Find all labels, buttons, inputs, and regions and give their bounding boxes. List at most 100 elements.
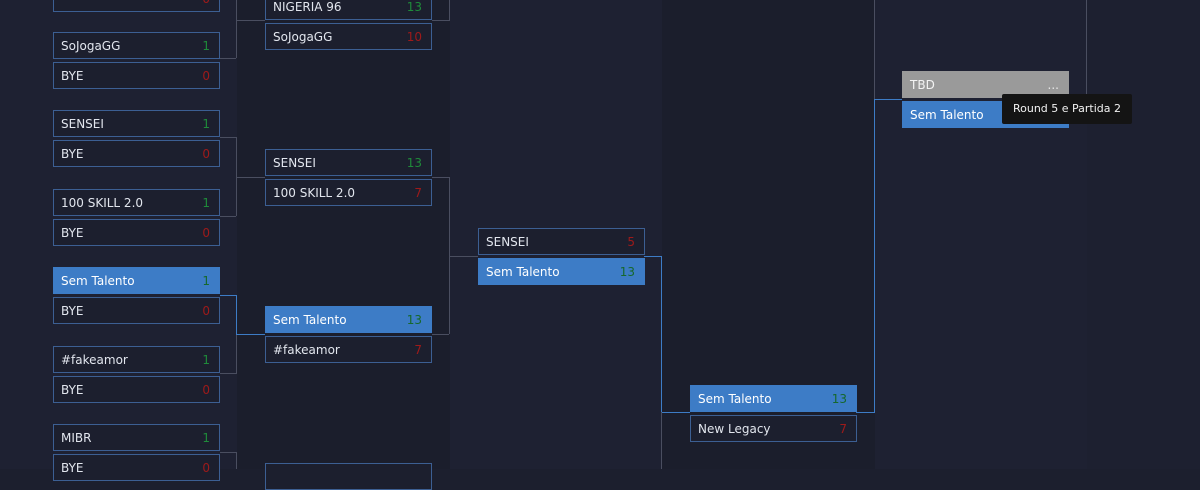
team-slot[interactable]: NIGERIA 96 13 [265,0,432,20]
team-slot-highlighted[interactable]: Sem Talento 13 [690,385,857,412]
team-slot[interactable]: SoJogaGG 1 [53,32,220,59]
team-slot[interactable]: SoJogaGG 10 [265,23,432,50]
connector-line [661,412,690,413]
team-slot[interactable]: BYE 0 [53,140,220,167]
connector-line [1086,0,1087,99]
team-score: 0 [202,69,210,83]
connector-line [432,177,449,178]
team-score: 1 [202,196,210,210]
team-name: Sem Talento [910,108,984,122]
team-slot[interactable]: 100 SKILL 2.0 7 [265,179,432,206]
team-score: 13 [406,313,422,327]
team-slot[interactable]: 100 SKILL 2.0 1 [53,189,220,216]
team-slot[interactable]: MIBR 1 [53,424,220,451]
team-name: SENSEI [486,235,529,249]
connector-line [644,256,661,257]
team-score: 1 [202,353,210,367]
team-slot[interactable]: BYE 0 [53,62,220,89]
team-slot-tbd[interactable]: TBD ... [902,71,1069,98]
bracket-end-area [1087,0,1200,469]
team-score: 1 [202,117,210,131]
connector-line [236,452,237,469]
connector-line [220,137,236,138]
connector-line [874,99,875,413]
team-name: SENSEI [273,156,316,170]
team-score: 13 [831,392,847,406]
team-name: Sem Talento [61,274,135,288]
team-name: Sem Talento [486,265,560,279]
team-name: BYE [61,304,84,318]
team-name: #fakeamor [61,353,128,367]
team-score: 13 [619,265,635,279]
team-name: BYE [61,383,84,397]
connector-line [661,256,662,412]
team-slot[interactable]: BYE 0 [53,376,220,403]
team-slot-highlighted[interactable]: Sem Talento 13 [478,258,645,285]
team-slot[interactable]: SENSEI 13 [265,149,432,176]
tournament-bracket: 0 SoJogaGG 1 BYE 0 SENSEI 1 BYE 0 100 SK… [53,0,1200,490]
team-name: TBD [910,78,935,92]
team-score: 7 [414,186,422,200]
team-name: MIBR [61,431,92,445]
team-score: 0 [202,304,210,318]
team-score: 0 [202,147,210,161]
team-slot[interactable]: New Legacy 7 [690,415,857,442]
team-name: BYE [61,226,84,240]
team-name: NIGERIA 96 [273,0,342,14]
team-name: 100 SKILL 2.0 [273,186,356,200]
team-score: 13 [406,0,422,14]
connector-line [220,216,236,217]
team-score: 0 [202,0,210,6]
team-score: 5 [627,235,635,249]
team-slot[interactable]: BYE 0 [53,219,220,246]
connector-line [220,295,236,296]
connector-line [236,177,265,178]
team-slot-partial[interactable] [265,463,432,490]
connector-line [432,20,449,21]
team-name: BYE [61,461,84,475]
team-score: 0 [202,383,210,397]
team-score: 13 [406,156,422,170]
team-name: 100 SKILL 2.0 [61,196,144,210]
team-score: 1 [202,274,210,288]
connector-line [661,412,662,469]
connector-line [449,177,450,334]
connector-line [236,334,265,335]
team-score: 10 [406,30,422,44]
team-slot[interactable]: SENSEI 1 [53,110,220,137]
connector-line [856,412,874,413]
team-name: Sem Talento [273,313,347,327]
team-name: BYE [61,147,84,161]
connector-line [432,334,449,335]
connector-line [236,295,237,334]
connector-line [220,58,236,59]
team-name: SENSEI [61,117,104,131]
team-name: SoJogaGG [61,39,121,53]
team-slot[interactable]: BYE 0 [53,454,220,481]
connector-line [236,0,237,58]
connector-line [220,373,236,374]
connector-line [449,256,478,257]
connector-line [236,334,237,374]
team-name: #fakeamor [273,343,340,357]
team-score: 0 [202,226,210,240]
team-score: 1 [202,39,210,53]
team-name: Sem Talento [698,392,772,406]
team-slot-highlighted[interactable]: Sem Talento 13 [265,306,432,333]
team-slot[interactable]: SENSEI 5 [478,228,645,255]
team-slot[interactable]: BYE 0 [53,297,220,324]
team-slot[interactable]: #fakeamor 7 [265,336,432,363]
connector-line [874,99,902,100]
team-slot-partial[interactable]: 0 [53,0,220,12]
team-name: New Legacy [698,422,771,436]
team-score: 7 [839,422,847,436]
team-slot[interactable]: #fakeamor 1 [53,346,220,373]
connector-line [236,137,237,216]
team-slot-highlighted[interactable]: Sem Talento 1 [53,267,220,294]
team-score: 0 [202,461,210,475]
team-score: ... [1047,78,1059,92]
match-tooltip: Round 5 e Partida 2 [1002,94,1132,124]
team-score: 7 [414,343,422,357]
connector-line [236,20,265,21]
team-score: 1 [202,431,210,445]
